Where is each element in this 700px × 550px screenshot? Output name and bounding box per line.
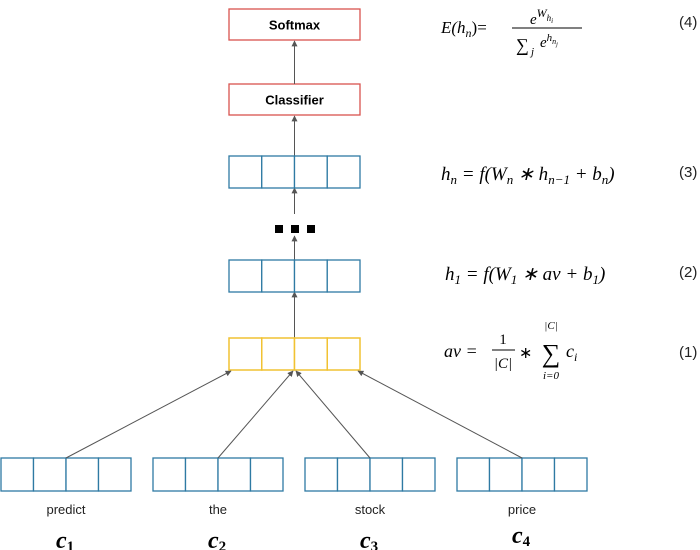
- equation-4: E(hn)= eWhi ∑ j ehnj (4): [440, 6, 697, 58]
- classifier-label: Classifier: [265, 93, 324, 108]
- word-label-1: predict: [46, 502, 85, 517]
- arrow-c3-to-av: [295, 370, 371, 459]
- input-vector-2: [152, 457, 284, 492]
- svg-text:j: j: [529, 46, 534, 58]
- softmax-label: Softmax: [269, 18, 321, 33]
- char-label-1: c1: [56, 528, 74, 550]
- svg-text:av =: av =: [444, 341, 478, 361]
- input-vector-1: [0, 457, 132, 492]
- svg-text:h1 = f(W1 ∗ av + b1): h1 = f(W1 ∗ av + b1): [445, 264, 605, 287]
- svg-text:E(hn)=: E(hn)=: [440, 18, 487, 40]
- equation-2: h1 = f(W1 ∗ av + b1) (2): [445, 264, 697, 287]
- svg-text:ci: ci: [566, 341, 577, 364]
- svg-text:eWhi: eWhi: [530, 6, 553, 28]
- equation-1: av = 1 |C| ∗ |C| ∑ i=0 ci (1): [444, 320, 697, 382]
- svg-text:∑: ∑: [542, 339, 561, 368]
- input-arrows: [65, 370, 523, 459]
- equation-2-number: (2): [679, 264, 697, 281]
- equation-1-number: (1): [679, 344, 697, 361]
- char-label-4: c4: [512, 523, 531, 550]
- svg-text:∑: ∑: [516, 35, 529, 55]
- classifier-box: Classifier: [228, 83, 361, 116]
- word-label-3: stock: [355, 502, 386, 517]
- arrow-c1-to-av: [65, 370, 232, 459]
- ellipsis-dots: [275, 225, 315, 233]
- softmax-box: Softmax: [228, 8, 361, 41]
- svg-text:ehnj: ehnj: [540, 32, 558, 51]
- char-label-3: c3: [360, 528, 378, 550]
- char-label-2: c2: [208, 528, 226, 550]
- equation-3-number: (3): [679, 164, 697, 181]
- equation-4-number: (4): [679, 14, 697, 31]
- svg-text:hn = f(Wn ∗ hn−1 + bn): hn = f(Wn ∗ hn−1 + bn): [441, 164, 615, 187]
- svg-text:∗: ∗: [519, 345, 532, 362]
- arrow-c2-to-av: [217, 370, 294, 459]
- word-label-2: the: [209, 502, 227, 517]
- svg-text:|C|: |C|: [544, 320, 557, 332]
- svg-text:i=0: i=0: [543, 370, 559, 382]
- input-vector-4: [456, 457, 588, 492]
- input-vector-3: [304, 457, 436, 492]
- equation-3: hn = f(Wn ∗ hn−1 + bn) (3): [441, 164, 697, 187]
- word-label-4: price: [508, 502, 536, 517]
- h1-vector: [228, 259, 361, 293]
- av-vector: [228, 337, 361, 371]
- svg-text:1: 1: [499, 332, 507, 348]
- svg-text:|C|: |C|: [494, 356, 512, 372]
- arrow-c4-to-av: [357, 370, 523, 459]
- hn-vector: [228, 155, 361, 189]
